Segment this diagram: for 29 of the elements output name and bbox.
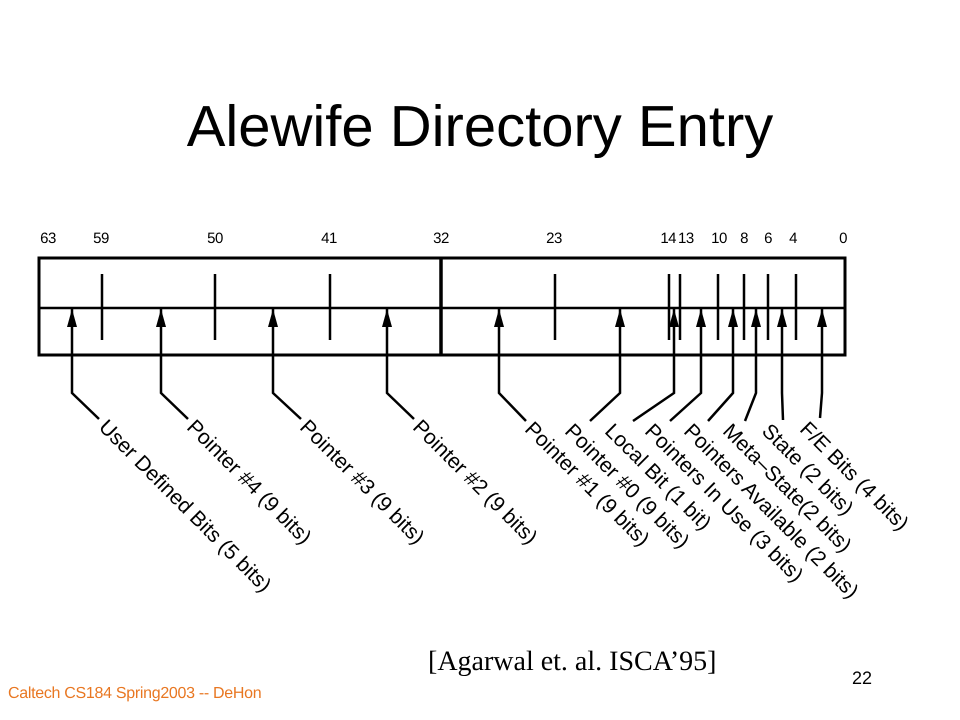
bit-number: 14 (660, 231, 676, 246)
footer-text: Caltech CS184 Spring2003 -- DeHon (8, 686, 262, 702)
leader-arrow (817, 309, 827, 418)
bit-number: 4 (789, 231, 797, 246)
leader-arrow (494, 309, 527, 422)
bit-number: 59 (93, 231, 109, 246)
bit-number: 32 (433, 231, 449, 246)
bit-number: 13 (678, 231, 694, 246)
bit-number: 6 (764, 231, 772, 246)
page-number: 22 (852, 669, 872, 687)
leader-arrow (156, 309, 189, 420)
bit-number: 50 (207, 231, 223, 246)
bit-number: 63 (40, 231, 56, 246)
bit-number: 41 (321, 231, 337, 246)
leader-arrow (707, 309, 738, 422)
leader-arrow (777, 309, 787, 420)
bit-number: 0 (839, 231, 847, 246)
bit-number: 10 (711, 231, 727, 246)
leader-arrow (589, 309, 625, 422)
leader-arrow (669, 309, 706, 422)
citation: [Agarwal et. al. ISCA’95] (428, 648, 716, 676)
bit-number: 23 (546, 231, 562, 246)
slide-title: Alewife Directory Entry (186, 98, 774, 156)
leader-arrow (268, 309, 302, 420)
leader-arrow (67, 309, 100, 420)
leader-arrow (744, 309, 761, 422)
leader-arrow (632, 309, 679, 422)
leader-arrow (382, 309, 415, 420)
bit-number: 8 (740, 231, 748, 246)
